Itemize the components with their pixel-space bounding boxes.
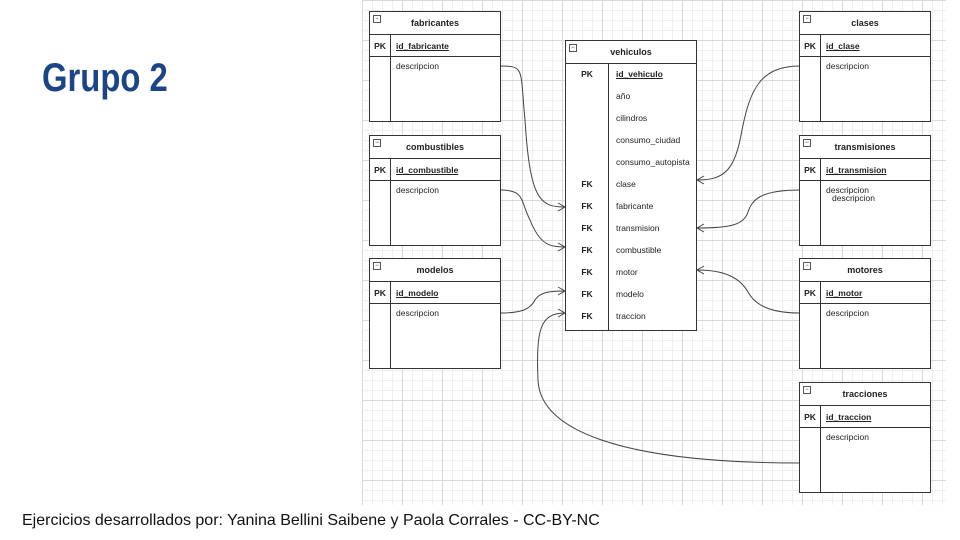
pk-field: id_transmision [826,165,887,175]
pk-label: PK [804,165,816,175]
pk-label: PK [374,288,386,298]
vehiculos-row: consumo_autopista [566,151,696,173]
pk-label: PK [804,412,816,422]
table-tracciones[interactable]: − tracciones PK id_traccion descripcion [799,382,931,493]
collapse-icon[interactable]: − [373,139,381,147]
row-field: transmision [616,223,660,233]
field-descripcion: descripcion [396,185,439,195]
field-descripcion: descripcion [826,432,869,442]
table-title: clases [851,18,879,28]
collapse-icon[interactable]: − [803,262,811,270]
vehiculos-row: FK fabricante [566,195,696,217]
vehiculos-row: PK id_vehiculo [566,63,696,85]
vehiculos-row: año [566,85,696,107]
pk-field: id_clase [826,41,860,51]
field-descripcion-duplicate: descripcion [832,193,875,203]
vehiculos-row: consumo_ciudad [566,129,696,151]
field-descripcion: descripcion [396,308,439,318]
collapse-icon[interactable]: − [803,15,811,23]
row-key: FK [581,311,593,321]
row-key: FK [581,245,593,255]
table-title: modelos [416,265,454,275]
field-descripcion: descripcion [826,185,869,195]
pk-field: id_combustible [396,165,459,175]
table-title: tracciones [842,389,888,399]
pk-label: PK [804,288,816,298]
table-vehiculos[interactable]: − vehiculos PK id_vehiculo año cilindros c… [565,40,697,331]
table-title: vehiculos [610,47,652,57]
table-title: combustibles [405,142,464,152]
row-key: FK [581,201,593,211]
field-descripcion: descripcion [826,61,869,71]
row-field: clase [616,179,636,189]
vehiculos-row: FK clase [566,173,696,195]
field-descripcion: descripcion [826,308,869,318]
row-field: consumo_autopista [616,157,690,167]
table-title: transmisiones [834,142,896,152]
table-title: motores [847,265,883,275]
vehiculos-row: FK transmision [566,217,696,239]
row-key: FK [581,223,593,233]
pk-field: id_modelo [396,288,439,298]
vehiculos-row: cilindros [566,107,696,129]
vehiculos-row: FK traccion [566,305,696,327]
slide-title: Grupo 2 [42,56,168,100]
table-modelos[interactable]: − modelos PK id_modelo descripcion [369,258,501,369]
table-combustibles[interactable]: − combustibles PK id_combustible descripci… [369,135,501,246]
row-field: combustible [616,245,662,255]
row-key: PK [581,69,593,79]
pk-label: PK [374,165,386,175]
vehiculos-row: FK combustible [566,239,696,261]
pk-field: id_fabricante [396,41,449,51]
row-field: motor [616,267,638,277]
row-field: id_vehiculo [616,69,663,79]
row-field: consumo_ciudad [616,135,681,145]
vehiculos-row: FK motor [566,261,696,283]
table-transmisiones[interactable]: − transmisiones PK id_transmision descripc… [799,135,931,246]
row-key: FK [581,289,593,299]
table-motores[interactable]: − motores PK id_motor descripcion [799,258,931,369]
row-key: FK [581,179,593,189]
collapse-icon[interactable]: − [373,262,381,270]
row-field: cilindros [616,113,648,123]
vehiculos-row: FK modelo [566,283,696,305]
pk-label: PK [374,41,386,51]
collapse-icon[interactable]: − [569,44,577,52]
row-field: traccion [616,311,646,321]
row-field: fabricante [616,201,654,211]
table-fabricantes[interactable]: − fabricantes PK id_fabricante descripcion [369,11,501,122]
pk-field: id_motor [826,288,863,298]
table-title: fabricantes [410,18,460,28]
pk-field: id_traccion [826,412,872,422]
row-key: FK [581,267,593,277]
collapse-icon[interactable]: − [803,139,811,147]
credits-footer: Ejercicios desarrollados por: Yanina Bel… [22,512,600,529]
collapse-icon[interactable]: − [373,15,381,23]
collapse-icon[interactable]: − [803,386,811,394]
pk-label: PK [804,41,816,51]
row-field: modelo [616,289,644,299]
field-descripcion: descripcion [396,61,439,71]
row-field: año [616,91,631,101]
table-clases[interactable]: − clases PK id_clase descripcion [799,11,931,122]
